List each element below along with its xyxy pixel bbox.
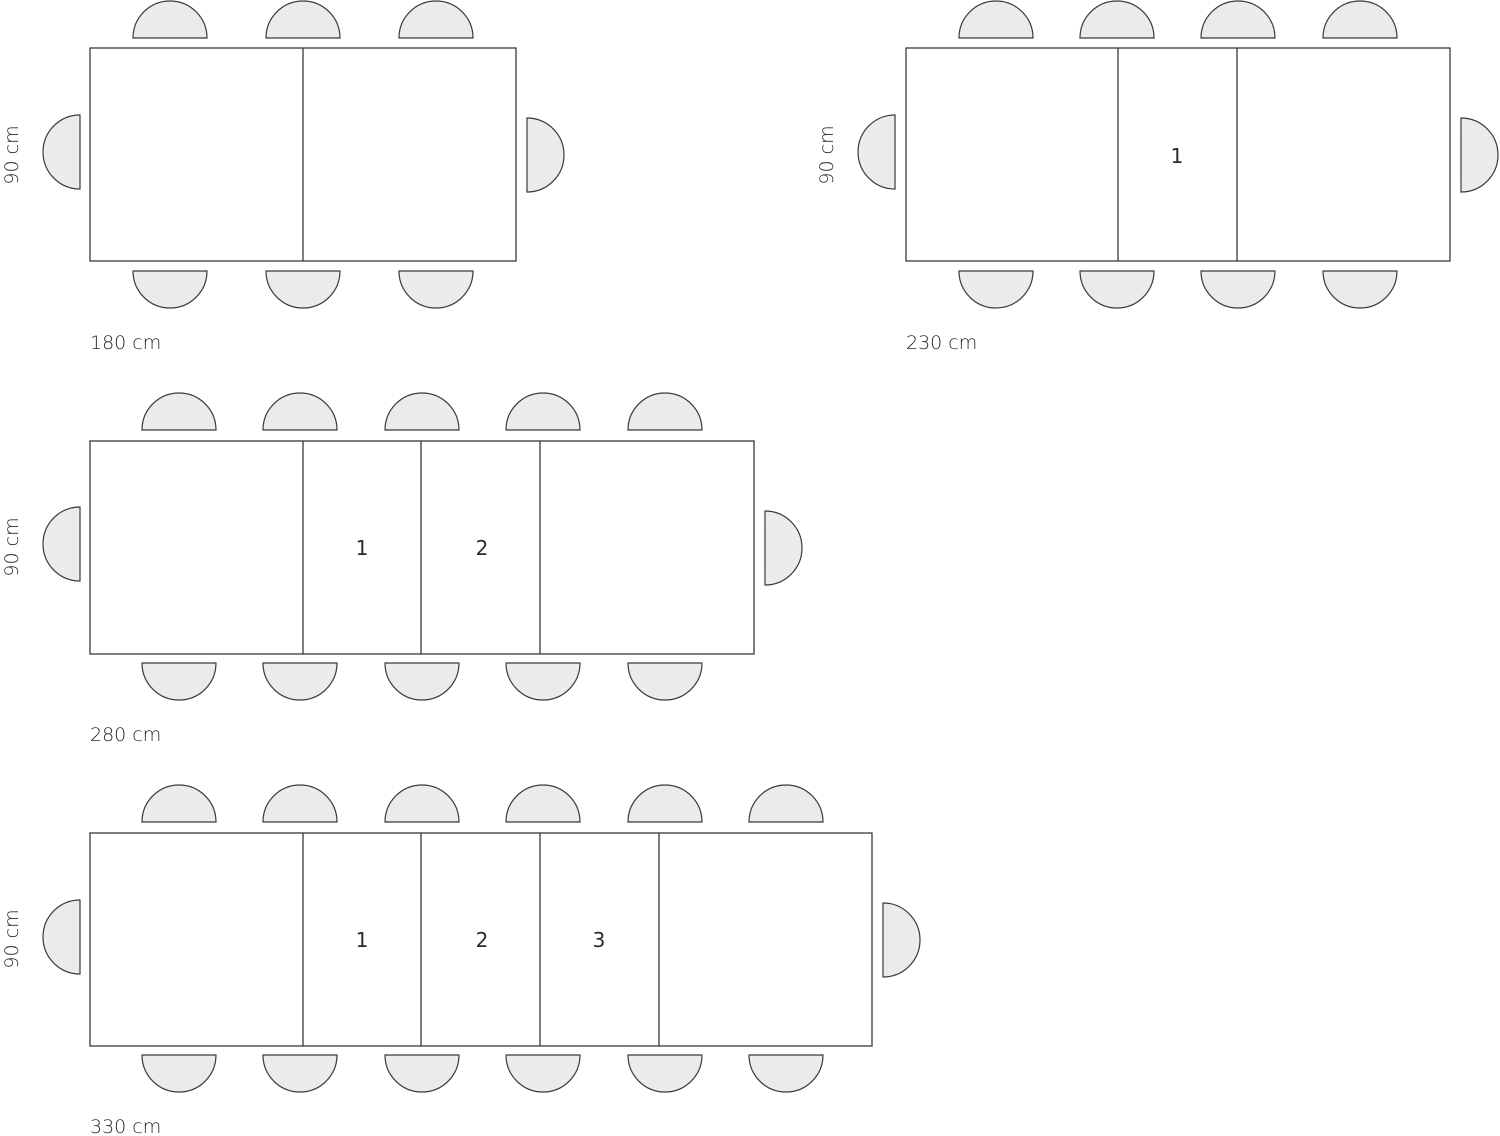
table-230: 1 230 cm 90 cm xyxy=(816,0,1499,354)
seat-top xyxy=(384,784,460,823)
seat-bottom xyxy=(627,662,703,701)
seat-bottom xyxy=(748,1054,824,1093)
seat-left-end xyxy=(42,506,81,582)
seat-top xyxy=(627,392,703,431)
seat-top xyxy=(141,392,217,431)
leaf-number: 2 xyxy=(476,928,489,952)
width-label: 180 cm xyxy=(90,332,161,354)
seat-bottom xyxy=(132,270,208,309)
leaf-number: 1 xyxy=(356,536,369,560)
seat-top xyxy=(627,784,703,823)
table-280: 1 2 280 cm 90 cm xyxy=(1,392,803,746)
seat-right-end xyxy=(526,117,565,193)
leaf-number: 1 xyxy=(1171,144,1184,168)
seat-bottom xyxy=(262,1054,338,1093)
seat-left-end xyxy=(42,899,81,975)
seat-bottom xyxy=(262,662,338,701)
seat-top xyxy=(748,784,824,823)
leaf-number: 3 xyxy=(593,928,606,952)
seat-bottom xyxy=(958,270,1034,309)
table-top xyxy=(905,47,1451,262)
seat-bottom xyxy=(141,662,217,701)
seat-top xyxy=(1322,0,1398,39)
seat-right-end xyxy=(764,510,803,586)
seat-top xyxy=(1079,0,1155,39)
width-label: 280 cm xyxy=(90,724,161,746)
table-top xyxy=(89,832,873,1047)
seat-top xyxy=(505,392,581,431)
seat-bottom xyxy=(398,270,474,309)
seat-bottom xyxy=(1200,270,1276,309)
leaf-number: 2 xyxy=(476,536,489,560)
seat-bottom xyxy=(384,1054,460,1093)
seat-top xyxy=(1200,0,1276,39)
seat-bottom xyxy=(384,662,460,701)
table-top xyxy=(89,440,755,655)
depth-label: 90 cm xyxy=(1,909,23,968)
seat-bottom xyxy=(1322,270,1398,309)
width-label: 230 cm xyxy=(906,332,977,354)
seat-top xyxy=(265,0,341,39)
seat-bottom xyxy=(141,1054,217,1093)
table-180: 180 cm 90 cm xyxy=(1,0,565,354)
width-label: 330 cm xyxy=(90,1116,161,1136)
seat-bottom xyxy=(1079,270,1155,309)
seat-bottom xyxy=(265,270,341,309)
table-330: 1 2 3 330 cm 90 cm xyxy=(1,784,921,1136)
depth-label: 90 cm xyxy=(816,125,838,184)
seat-top xyxy=(262,392,338,431)
depth-label: 90 cm xyxy=(1,517,23,576)
seat-right-end xyxy=(1460,117,1499,193)
seat-top xyxy=(262,784,338,823)
seat-left-end xyxy=(857,114,896,190)
seat-left-end xyxy=(42,114,81,190)
seat-right-end xyxy=(882,902,921,978)
seat-bottom xyxy=(505,662,581,701)
seat-top xyxy=(384,392,460,431)
seat-top xyxy=(505,784,581,823)
seat-top xyxy=(398,0,474,39)
seat-bottom xyxy=(505,1054,581,1093)
seat-bottom xyxy=(627,1054,703,1093)
leaf-number: 1 xyxy=(356,928,369,952)
depth-label: 90 cm xyxy=(1,125,23,184)
seat-top xyxy=(958,0,1034,39)
seat-top xyxy=(141,784,217,823)
seat-top xyxy=(132,0,208,39)
